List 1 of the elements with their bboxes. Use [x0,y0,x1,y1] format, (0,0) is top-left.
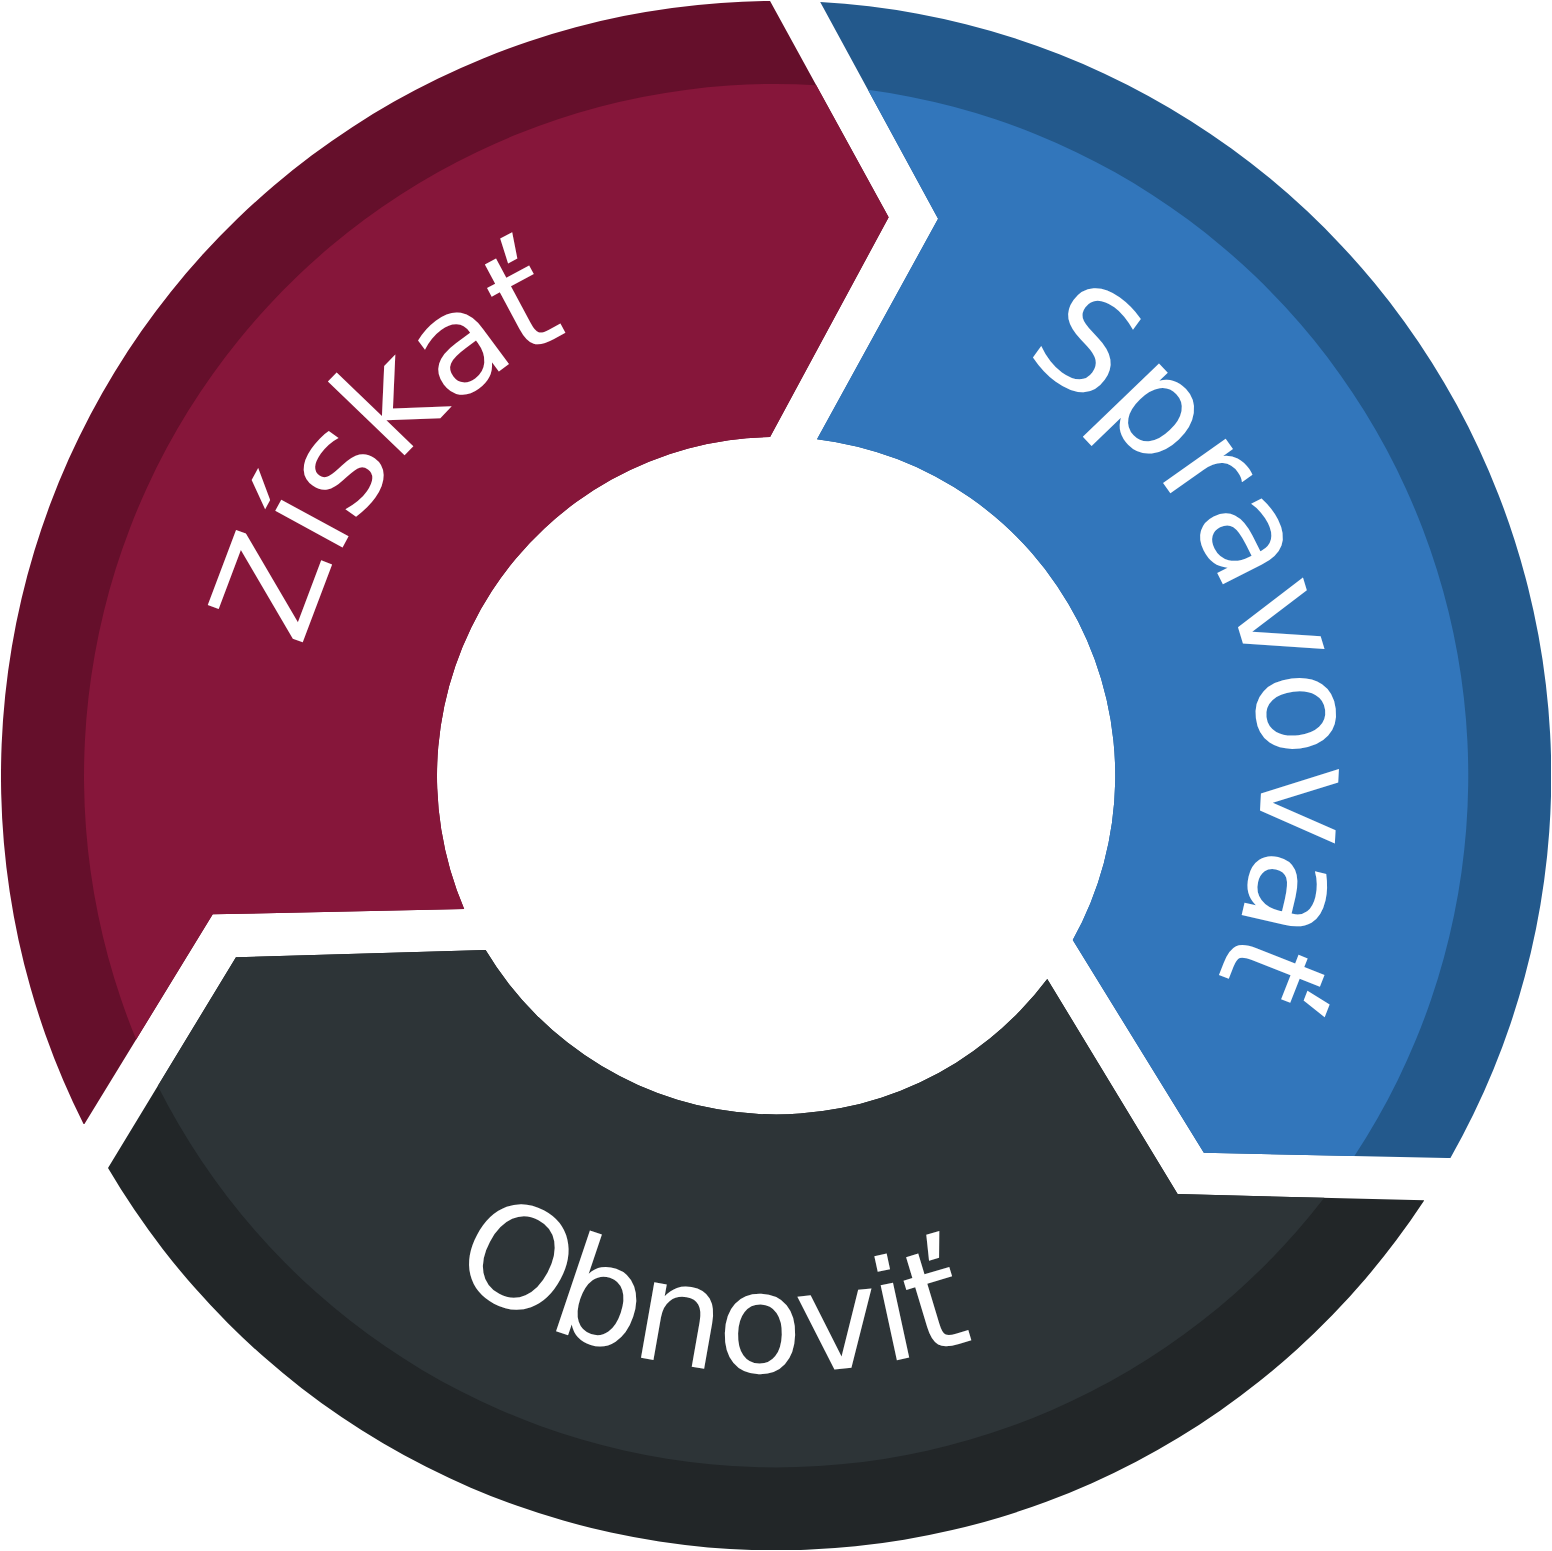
segment-label: Obnoviť [430,1161,984,1407]
